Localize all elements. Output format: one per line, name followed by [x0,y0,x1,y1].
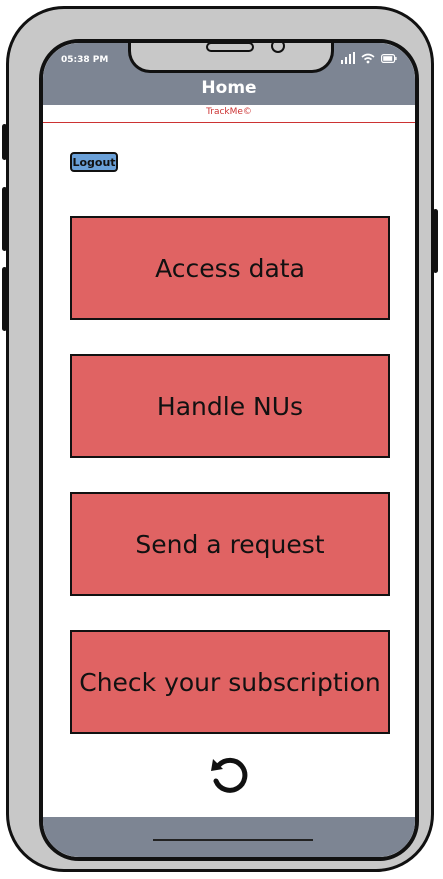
brand-divider [43,122,415,123]
bottom-bar [43,817,415,857]
page-title: Home [201,78,257,98]
home-indicator [153,839,313,841]
refresh-icon[interactable] [209,755,253,799]
phone-frame: 05:38 PM [2,6,438,872]
battery-icon [381,53,397,63]
access-data-button[interactable]: Access data [70,216,390,320]
side-button-volume-up [2,187,7,251]
status-bar: 05:38 PM [43,43,415,105]
notch [128,43,334,73]
camera-icon [271,43,285,53]
speaker-icon [206,43,254,52]
logout-button[interactable]: Logout [70,152,118,172]
screen: 05:38 PM [39,39,419,861]
check-subscription-button[interactable]: Check your subscription [70,630,390,734]
side-button-power [433,209,438,273]
send-request-button[interactable]: Send a request [70,492,390,596]
wifi-icon [361,53,375,63]
side-button-volume-down [2,267,7,331]
status-time: 05:38 PM [61,55,109,65]
signal-icon [341,52,355,64]
handle-nus-button[interactable]: Handle NUs [70,354,390,458]
side-button-mute [2,124,7,160]
status-icons [341,52,397,64]
brand-label: TrackMe© [206,107,252,117]
